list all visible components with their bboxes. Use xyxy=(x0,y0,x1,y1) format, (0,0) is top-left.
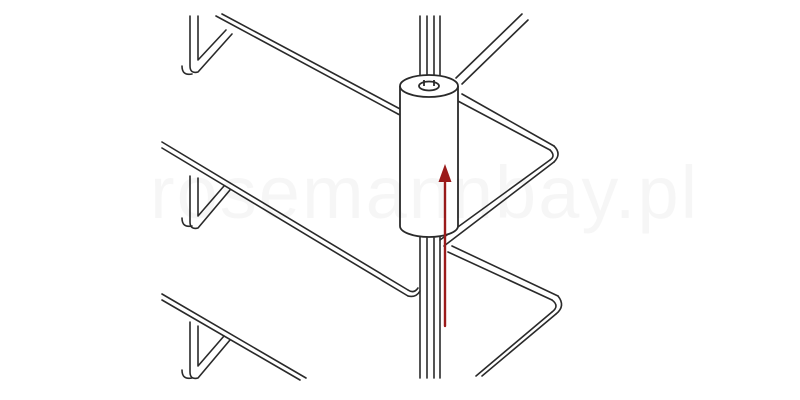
right-shelf-panel-lower xyxy=(447,245,563,377)
middle-shelf-panel xyxy=(161,141,421,298)
right-shelf-panel-upper xyxy=(439,13,559,247)
lower-shelf-panel xyxy=(161,293,307,381)
upper-shelf-panel xyxy=(181,13,406,117)
cylindrical-sleeve xyxy=(399,74,459,238)
upward-direction-arrow xyxy=(438,164,452,328)
vertical-rod xyxy=(419,15,441,379)
